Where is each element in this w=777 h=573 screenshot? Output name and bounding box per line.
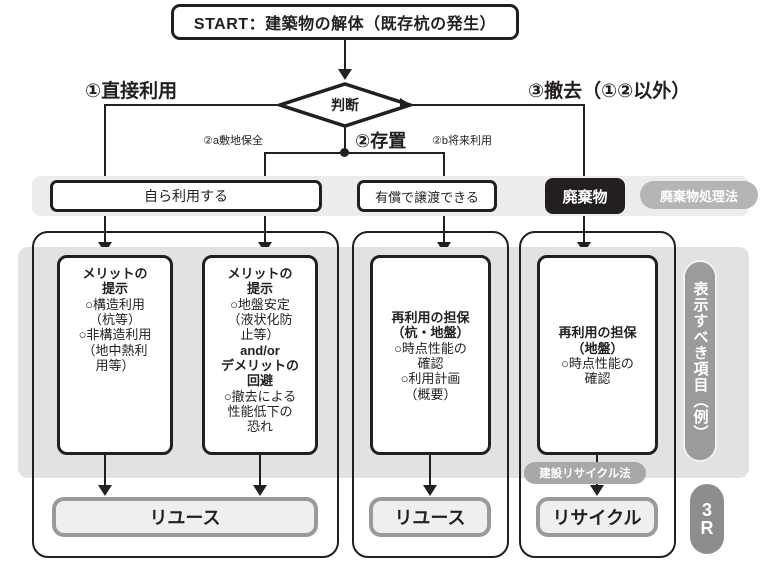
branch-label-site-preservation: ②a敷地保全 (203, 135, 263, 147)
detail-box-merit-demerit: メリットの 提示 ○地盤安定 （液状化防 止等） and/or デメリットの 回… (202, 255, 318, 455)
group-container-paid-transfer (352, 231, 509, 558)
detail-lines-2: ○地盤安定 （液状化防 止等） (227, 296, 293, 343)
detail-title-4b: （地盤） (571, 340, 624, 356)
connector-d1-to-reuse (104, 455, 106, 487)
detail-title-2b: 提示 (246, 281, 273, 297)
connector-d3-to-reuse (429, 455, 431, 487)
detail-title-1b: 提示 (101, 281, 128, 297)
arrowhead-d2-to-reuse (253, 485, 267, 496)
detail-box-reuse-guarantee-ground: 再利用の担保 （地盤） ○時点性能の 確認 (537, 255, 658, 455)
pill-display-items: 表示すべき項目（例） (683, 260, 717, 462)
result-box-recycle: リサイクル (536, 497, 658, 537)
connector-retain-split (264, 152, 445, 154)
connector-direct-use-down (104, 104, 106, 244)
pill-construction-recycling-law-label: 建設リサイクル法 (539, 468, 631, 480)
connector-removal-down (583, 104, 585, 244)
branch-label-future-use: ②b将来利用 (432, 135, 492, 147)
group-container-direct-use (32, 231, 339, 558)
arrowhead-d4-to-recycle (590, 485, 604, 496)
box-self-use: 自ら利用する (50, 180, 322, 212)
box-waste-label: 廃棄物 (562, 188, 608, 206)
badge-3r-top: 3 (701, 499, 712, 520)
detail-title-4a: 再利用の担保 (558, 325, 637, 341)
detail-title-3b: （杭・地盤） (391, 325, 470, 341)
result-box-reuse-1: リユース (52, 497, 318, 537)
connector-d2-to-reuse (259, 455, 261, 487)
badge-3r-bottom: R (700, 518, 714, 538)
connector-decision-left (104, 104, 282, 106)
start-box: START：建築物の解体（既存杭の発生） (171, 4, 519, 40)
start-label: START：建築物の解体（既存杭の発生） (193, 16, 497, 33)
decision-diamond: 判断 (278, 82, 412, 128)
result-label-reuse-2: リユース (394, 508, 466, 528)
pill-construction-recycling-law: 建設リサイクル法 (524, 462, 646, 484)
detail-title-1a: メリットの (82, 266, 148, 281)
pill-display-items-label: 表示すべき項目（例） (691, 281, 709, 441)
result-label-reuse-1: リユース (149, 508, 221, 528)
group-container-waste (519, 231, 676, 558)
arrowhead-decision-right (400, 98, 410, 110)
box-paid-transfer-label: 有償で譲渡できる (375, 189, 479, 205)
pill-waste-disposal-law-label: 廃棄物処理法 (659, 188, 738, 204)
box-waste: 廃棄物 (545, 178, 625, 214)
result-label-recycle: リサイクル (552, 508, 642, 528)
pill-waste-disposal-law: 廃棄物処理法 (640, 181, 758, 209)
detail-box-merit-structural: メリットの 提示 ○構造利用 （杭等） ○非構造利用 （地中熱利 用等） (57, 255, 173, 455)
detail-box-reuse-guarantee-pile-ground: 再利用の担保 （杭・地盤） ○時点性能の 確認 ○利用計画 （概要） (370, 255, 491, 455)
branch-label-direct-use: ①直接利用 (85, 81, 178, 102)
detail-lines-3: ○時点性能の 確認 ○利用計画 （概要） (394, 340, 467, 402)
badge-3r: 3 R (690, 484, 724, 554)
arrowhead-to-decision (338, 69, 352, 80)
detail-title-2a: メリットの (227, 266, 293, 281)
detail-lines-1: ○構造利用 （杭等） ○非構造利用 （地中熱利 用等） (78, 296, 152, 373)
decision-label: 判断 (331, 97, 359, 113)
connector-start-to-decision (344, 40, 346, 71)
detail-title-2d: 回避 (246, 373, 273, 389)
detail-title-2c: デメリットの (220, 357, 299, 373)
connector-decision-right (410, 104, 585, 106)
detail-title-3a: 再利用の担保 (391, 310, 470, 326)
detail-conjunction-2: and/or (240, 342, 280, 358)
arrowhead-d1-to-reuse (98, 485, 112, 496)
branch-label-removal: ③撤去（①②以外） (528, 81, 691, 102)
result-box-reuse-2: リユース (369, 497, 491, 537)
box-paid-transfer: 有償で譲渡できる (357, 180, 497, 212)
detail-lines-2b: ○撤去による 性能低下の 恐れ (223, 388, 297, 435)
box-self-use-label: 自ら利用する (144, 188, 228, 204)
branch-label-retain: ②存置 (355, 131, 407, 151)
connector-decision-down (344, 126, 346, 152)
detail-lines-4: ○時点性能の 確認 (561, 356, 634, 387)
arrowhead-d3-to-reuse (423, 485, 437, 496)
